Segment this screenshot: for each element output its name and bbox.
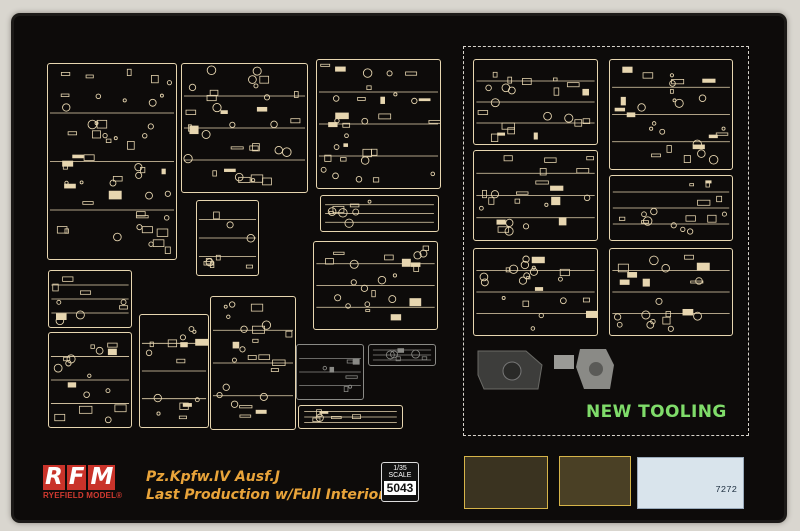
sprue-g (48, 332, 132, 428)
sprue-e (48, 270, 132, 328)
sprue-hull-top (196, 200, 259, 276)
new-tooling-label: NEW TOOLING (586, 402, 727, 422)
sprue-new-5 (473, 248, 598, 336)
logo-letter-r: R (43, 464, 65, 490)
sprue-parts (316, 245, 435, 321)
sprue-clear-2 (368, 344, 436, 366)
sprue-new-6 (609, 248, 733, 336)
sprue-parts (49, 68, 175, 254)
sprue-parts (372, 348, 432, 362)
sprue-parts (299, 358, 361, 392)
decal-sheet: 7272 (637, 457, 744, 509)
sprue-i (210, 296, 296, 430)
grey-parts (477, 349, 614, 390)
sprue-parts (141, 326, 208, 420)
sprue-h (139, 314, 209, 428)
scale-badge: 1/35 SCALE 5043 (381, 462, 419, 502)
sprue-parts (476, 71, 595, 142)
sprue-new-4 (609, 175, 733, 241)
sprue-a (47, 63, 177, 260)
sprue-parts (51, 276, 129, 326)
sprue-parts (612, 180, 730, 235)
sprue-parts (476, 255, 597, 331)
kit-number: 5043 (384, 481, 416, 495)
sprue-new-1 (473, 59, 598, 145)
sprue-small (298, 405, 403, 429)
sprue-parts (183, 65, 306, 186)
sprue-parts (212, 301, 294, 418)
brand-logo: R F M RYEFIELD MODEL® (43, 465, 122, 500)
sprue-parts (612, 254, 730, 332)
sprue-parts (318, 63, 440, 183)
sprue-b (181, 63, 308, 193)
sprue-d (320, 195, 439, 232)
sprue-parts (50, 342, 130, 424)
photo-etch-fret (559, 456, 631, 506)
sprue-c (316, 59, 441, 189)
sprue-clear-1 (296, 344, 364, 400)
logo-letter-f: F (66, 464, 87, 490)
sprue-parts (304, 409, 397, 423)
logo-letter-m: M (88, 464, 116, 490)
sprue-parts (198, 211, 257, 269)
sprue-f (313, 241, 438, 330)
dark-board (14, 16, 784, 520)
scale-label: 1/35 SCALE (388, 465, 412, 479)
decal-number: 7272 (715, 485, 737, 495)
product-subtitle: Last Production w/Full Interior (146, 487, 386, 503)
sprue-parts (325, 199, 434, 228)
photo-etch-sheet (464, 456, 548, 509)
product-title: Pz.Kpfw.IV Ausf.J (146, 469, 280, 485)
sprue-parts (476, 155, 595, 236)
new-tooling-frame (463, 46, 749, 436)
brand-name: RYEFIELD MODEL® (43, 491, 123, 500)
sprue-new-2 (609, 59, 733, 170)
sprue-parts (612, 66, 730, 165)
sprue-new-3 (473, 150, 598, 241)
